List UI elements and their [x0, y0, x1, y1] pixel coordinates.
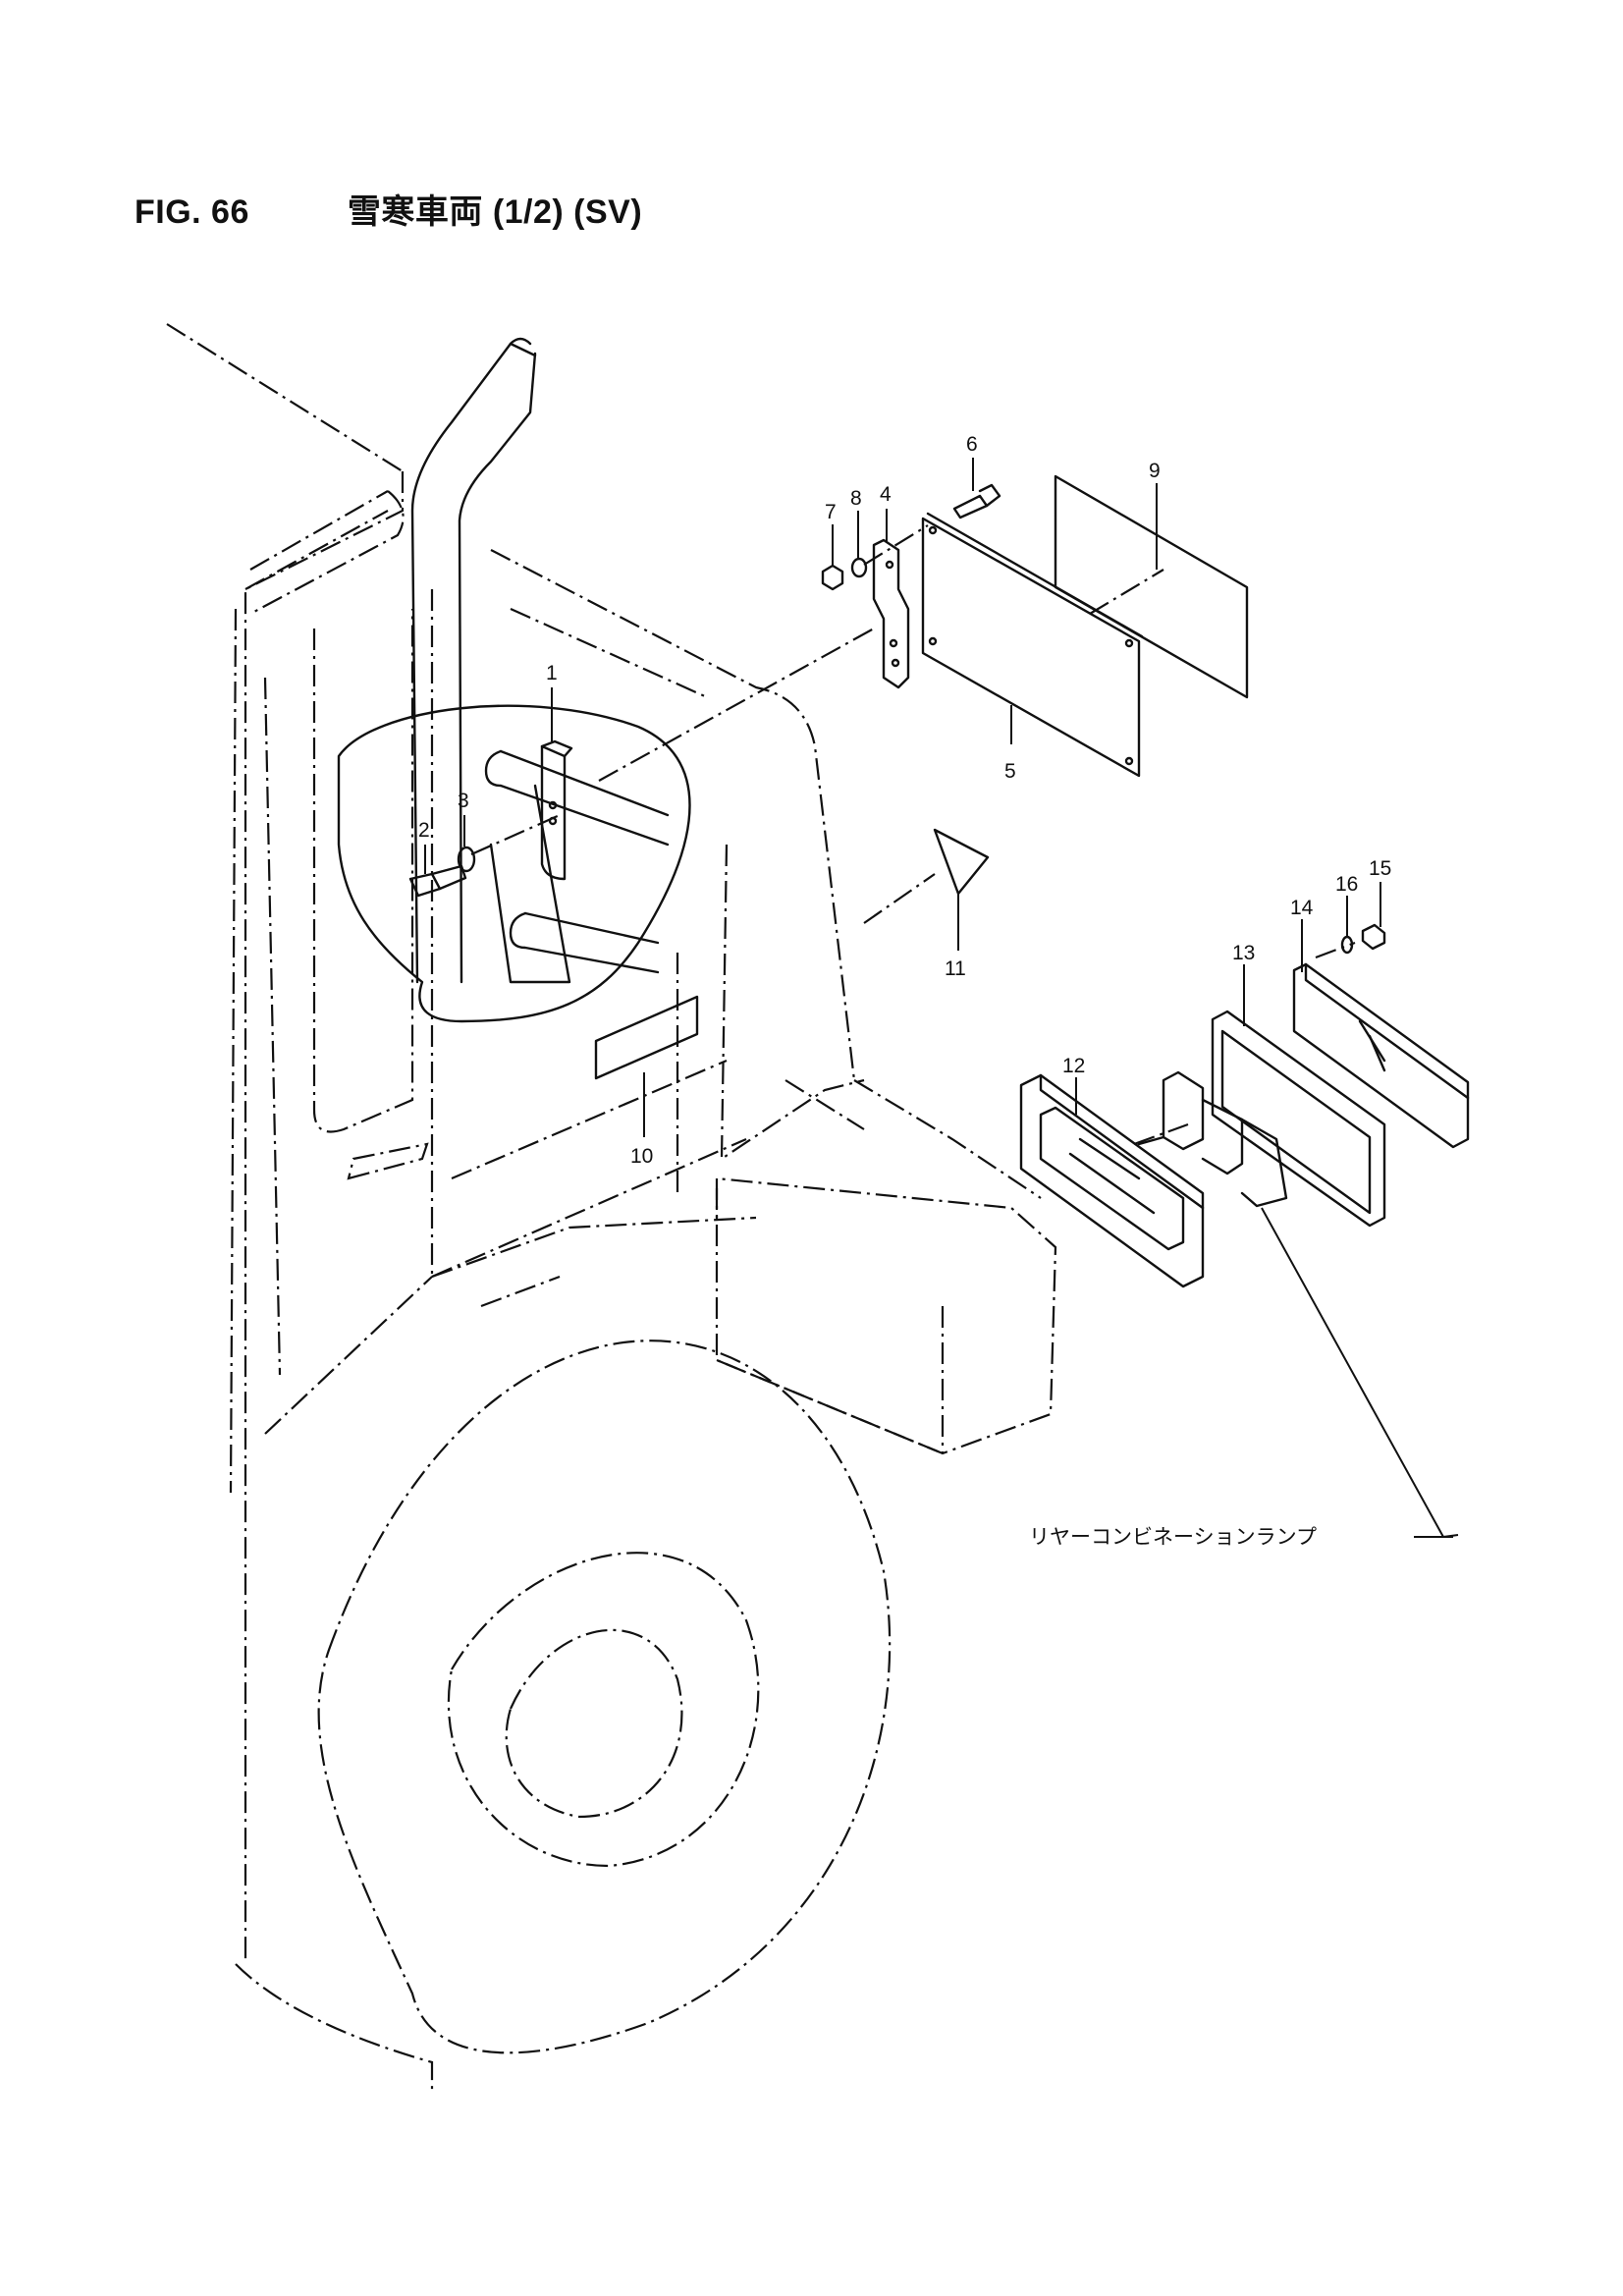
callout-numbers: 1 2 3 4 5 6 7 8 9 10 11 12 13 14 15 16	[418, 433, 1391, 1168]
leader-lines	[424, 458, 1459, 1539]
part-11-arrow	[933, 828, 990, 896]
callout-7: 7	[825, 501, 837, 523]
part-10-decal	[594, 995, 699, 1080]
front-wheel-tire	[235, 1275, 892, 2092]
part-5-cover-plate	[921, 512, 1144, 778]
part-14-lens	[1292, 962, 1470, 1149]
part-4-bracket	[872, 538, 910, 689]
callout-5: 5	[1004, 760, 1016, 783]
part-6-bolt	[952, 483, 1001, 519]
callout-3: 3	[458, 790, 469, 812]
rear-combination-lamp-label: リヤーコンビネーションランプ	[1029, 1525, 1317, 1549]
callout-8: 8	[850, 487, 862, 510]
lamp-bulbs	[1137, 1070, 1288, 1208]
callout-4: 4	[880, 483, 892, 506]
callout-11: 11	[945, 957, 966, 980]
callout-10: 10	[630, 1145, 653, 1168]
figure-number: FIG. 66	[135, 193, 249, 231]
callout-14: 14	[1290, 897, 1314, 919]
callout-2: 2	[418, 819, 430, 842]
callout-12: 12	[1062, 1055, 1085, 1077]
exhaust-pipe	[410, 337, 537, 984]
part-8-washer	[850, 557, 868, 578]
detail-balloon	[337, 704, 691, 1023]
callout-15: 15	[1369, 857, 1391, 880]
callout-9: 9	[1149, 460, 1161, 482]
figure-title: 雪寒車両 (1/2) (SV)	[347, 193, 643, 231]
callout-16: 16	[1335, 873, 1358, 896]
callout-1: 1	[546, 662, 558, 684]
part-13-gasket	[1211, 1010, 1386, 1228]
part-9-decal	[1054, 474, 1249, 699]
figure-header: FIG. 66 雪寒車両 (1/2) (SV)	[135, 185, 642, 233]
callout-6: 6	[966, 433, 978, 456]
part-15-screw	[1361, 923, 1386, 951]
part-7-nut	[821, 564, 844, 591]
part-12-lamp-housing	[1019, 1073, 1205, 1288]
callout-13: 13	[1232, 942, 1255, 964]
vehicle-cab-outline	[166, 323, 1057, 1964]
